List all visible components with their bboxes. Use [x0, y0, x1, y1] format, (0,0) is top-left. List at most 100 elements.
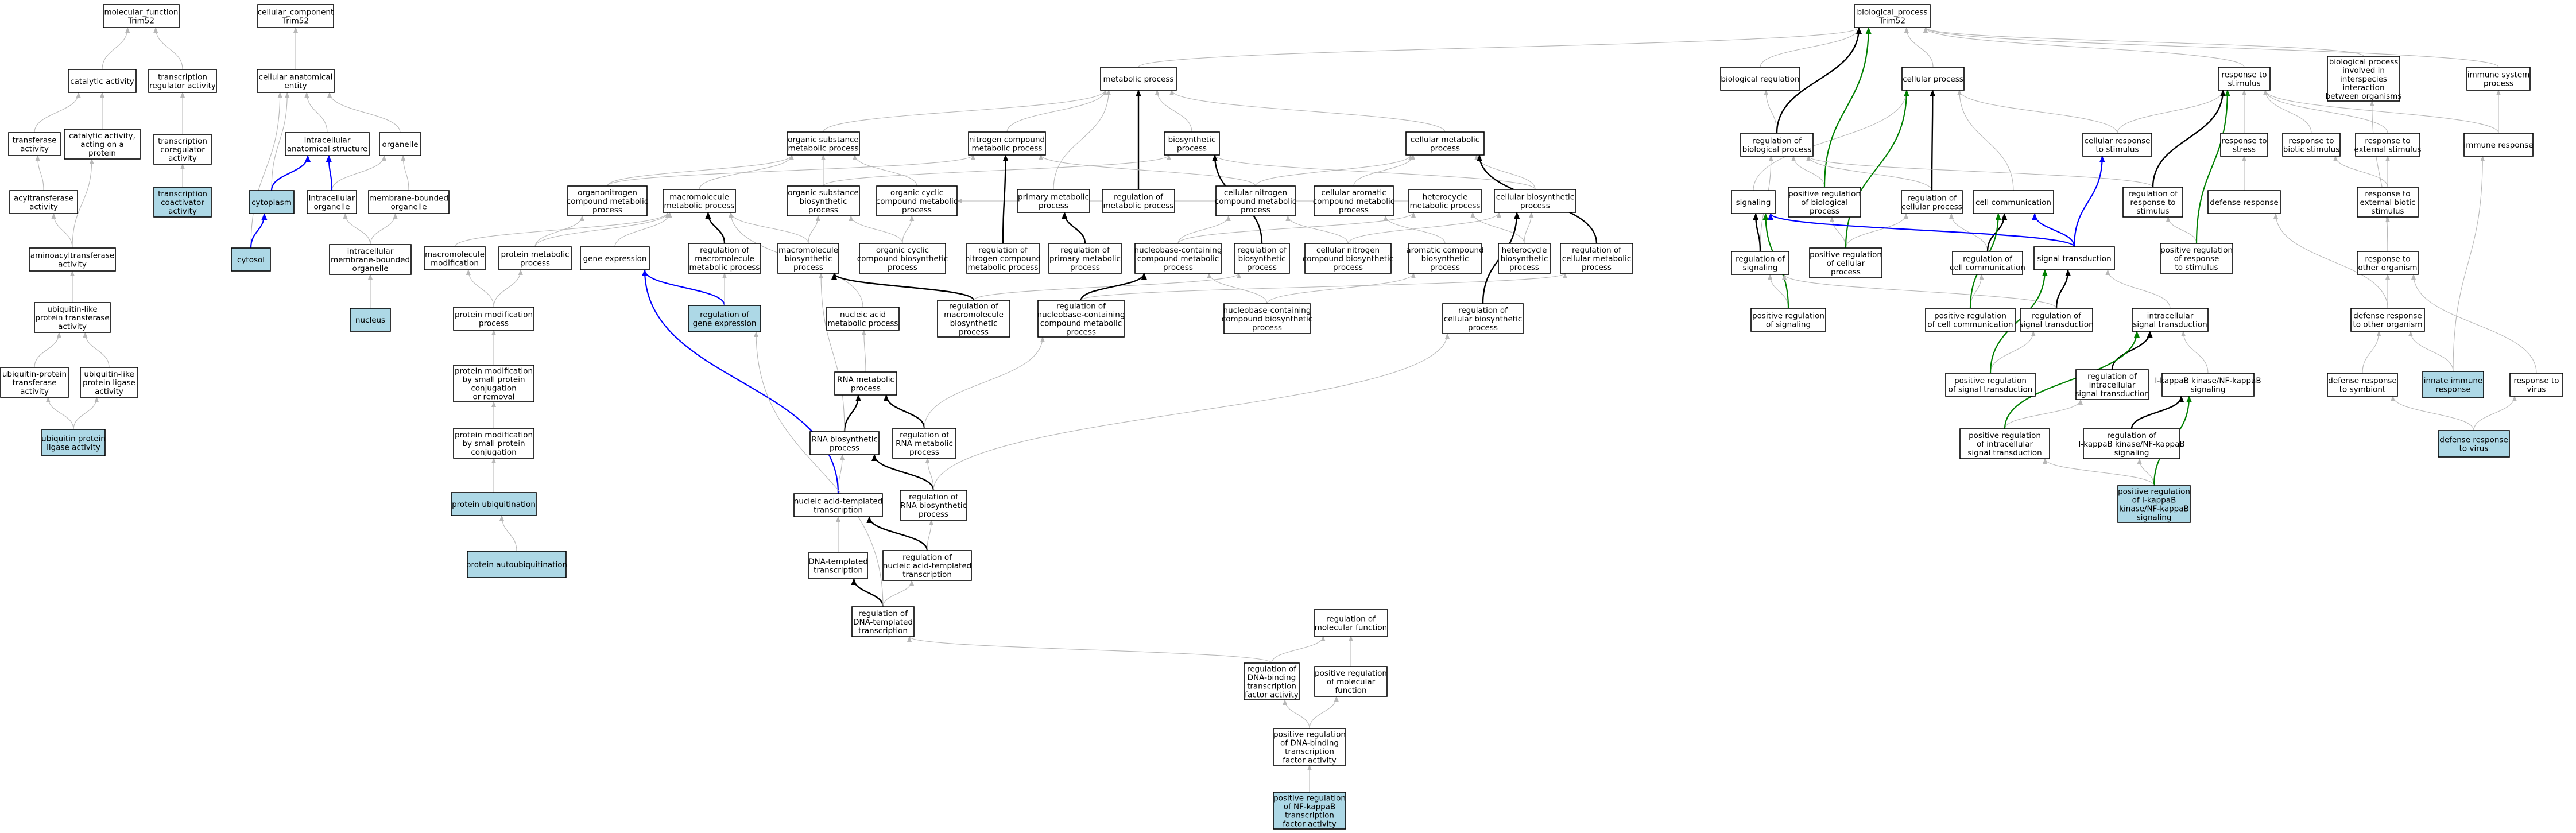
term-label-line: protein modification	[455, 311, 533, 320]
term-label-line: process	[1252, 323, 1282, 332]
term-label-line: acyltransferase	[14, 194, 73, 203]
edge-is-a	[466, 269, 494, 308]
term-label-line: activity	[95, 387, 123, 396]
term-label-line: process	[1430, 144, 1460, 153]
term-box	[580, 246, 650, 270]
term-label-line: regulation of	[1114, 193, 1164, 202]
term-box	[859, 243, 946, 274]
edge-is-a	[838, 454, 845, 494]
term-label-line: activity	[58, 322, 87, 331]
term-label-line: signal transduction	[2037, 254, 2111, 264]
term-box	[2020, 308, 2093, 332]
edge-is-a	[1006, 90, 1107, 133]
term-label-line: process	[1831, 268, 1861, 277]
edge-is-a	[1283, 699, 1310, 729]
edge-part-of	[1002, 154, 1009, 244]
term-label-line: stimulus	[2136, 207, 2169, 216]
term-label-line: signal transduction	[2133, 320, 2207, 330]
term-box	[285, 132, 370, 156]
edge-is-a	[1768, 274, 1789, 309]
term-box	[966, 243, 1040, 274]
term-label-line: transferase	[13, 136, 57, 145]
term-label-line: external biotic	[2360, 198, 2416, 207]
term-label-line: ubiquitin protein	[41, 435, 106, 444]
term-label-line: immune response	[2463, 141, 2533, 150]
term-label-line: catalytic activity	[70, 77, 134, 86]
go-term-regulation-dna-binding-tf: regulation ofDNA-bindingtranscriptionfac…	[1244, 662, 1300, 700]
term-box	[1959, 428, 2050, 459]
term-label-line: of cellular	[1827, 259, 1865, 268]
edge-is-a	[2043, 458, 2155, 486]
term-label-line: cellular_component	[258, 8, 334, 17]
term-box	[787, 131, 860, 156]
edge-is-a	[729, 212, 809, 244]
go-term-metabolic-process: metabolic process	[1100, 67, 1177, 91]
term-box	[2422, 371, 2484, 398]
term-label-line: positive regulation	[1315, 669, 1387, 678]
term-label-line: RNA biosynthetic	[900, 501, 967, 510]
term-label-line: response to	[2130, 198, 2175, 207]
term-label-line: cellular biosynthetic	[1444, 315, 1522, 324]
term-label-line: regulation of	[1736, 255, 1785, 264]
go-term-cellular-process: cellular process	[1901, 67, 1965, 91]
term-label-line: transcription	[902, 570, 952, 579]
edge-is-a	[823, 154, 1171, 187]
edge-part-of	[1776, 27, 1862, 134]
term-label-line: cytosol	[237, 255, 265, 265]
term-label-line: nucleobase-containing	[1037, 311, 1125, 320]
term-box	[1314, 609, 1388, 637]
term-label-line: transcription	[814, 506, 863, 515]
go-term-signaling: signaling	[1731, 190, 1776, 214]
edge-is-a	[1904, 27, 1934, 68]
term-label-line: signaling	[2114, 448, 2149, 458]
term-label-line: activity	[20, 387, 49, 396]
edge-is-a	[853, 154, 917, 187]
term-label-line: positive regulation	[1969, 431, 2041, 440]
term-label-line: cellular metabolic	[1411, 135, 1479, 145]
edge-is-a	[2263, 90, 2312, 134]
go-term-nucleus: nucleus	[350, 308, 391, 332]
go-term-regulation-nucleobase-metabolic: regulation ofnucleobase-containingcompou…	[1037, 300, 1125, 338]
edge-is-a	[607, 154, 794, 187]
edge-is-a	[1753, 90, 1909, 191]
edge-negative	[642, 269, 726, 306]
term-label-line: factor activity	[1283, 820, 1337, 829]
edge-is-a	[925, 458, 934, 491]
term-label-line: nucleobase-containing	[1134, 246, 1222, 255]
term-label-line: biosynthetic	[785, 254, 832, 264]
edge-positive	[2195, 90, 2230, 244]
term-label-line: protein transferase	[35, 313, 109, 323]
term-label-line: cell communication	[1975, 198, 2051, 207]
term-box	[453, 365, 534, 402]
edge-is-a	[924, 336, 1045, 429]
term-label-line: positive regulation	[1934, 312, 2006, 321]
term-box	[688, 305, 761, 332]
edge-negative	[250, 213, 268, 249]
edge-is-a	[2181, 331, 2209, 374]
term-box	[1498, 243, 1551, 274]
